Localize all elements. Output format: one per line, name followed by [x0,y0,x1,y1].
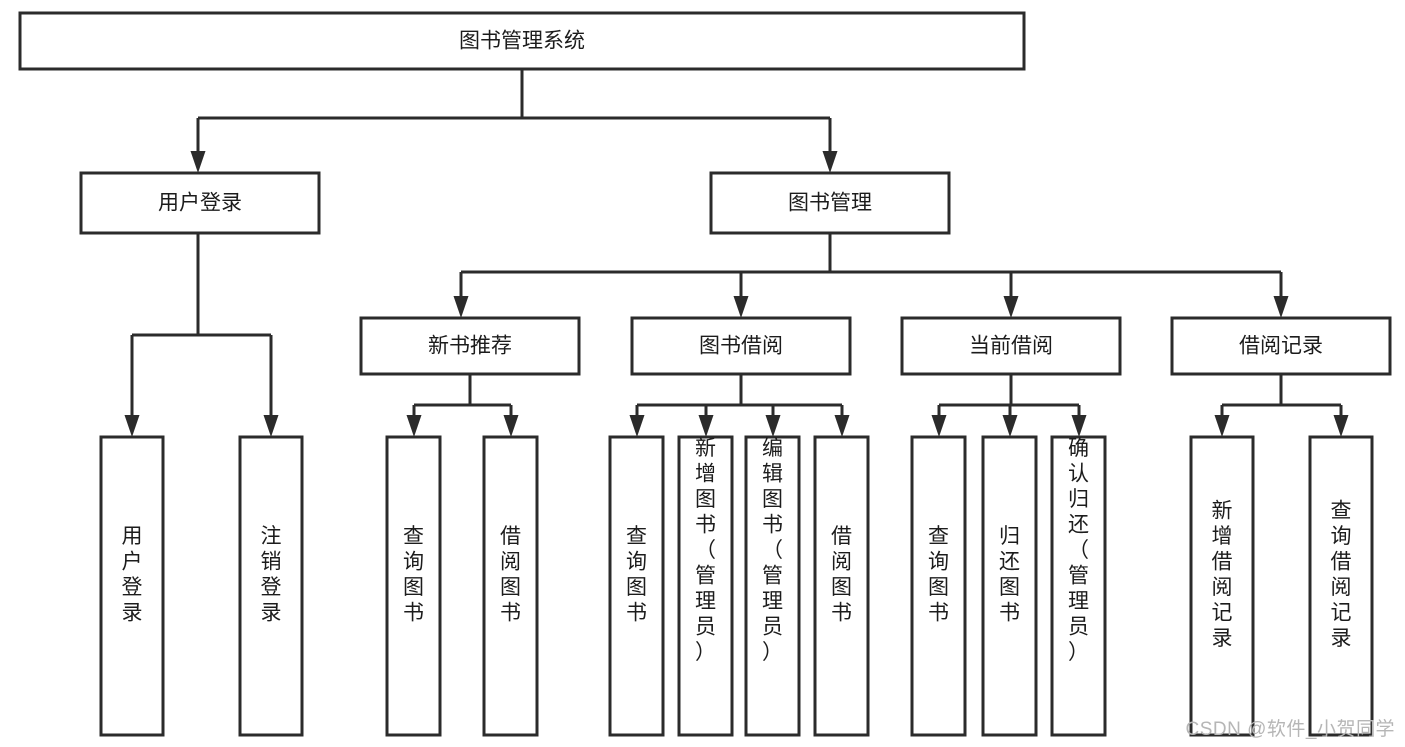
node-leaf-borrow-book-2[interactable]: 借阅图书 [813,435,870,737]
node-box-book-manage[interactable] [709,171,951,235]
node-label-leaf-query-book-2: 查询图书 [626,525,647,625]
node-box-leaf-query-book-2[interactable] [608,435,665,737]
arrowhead-bb-to-leaf2 [698,415,714,437]
node-label-leaf-query-borrow-record: 查询借阅记录 [1331,500,1352,651]
arrowhead-ul-to-leaf1 [124,415,140,437]
node-box-leaf-return-book[interactable] [981,435,1038,737]
node-book-borrow[interactable]: 图书借阅 [630,316,852,376]
node-leaf-confirm-return-admin[interactable]: 确认归还（管理员） [1050,435,1107,737]
node-box-user-login[interactable] [79,171,321,235]
node-box-leaf-confirm-return-admin[interactable] [1050,435,1107,737]
node-box-leaf-add-borrow-record[interactable] [1189,435,1255,737]
node-label-leaf-query-book-1: 查询图书 [403,525,424,625]
node-leaf-borrow-book-1[interactable]: 借阅图书 [482,435,539,737]
node-leaf-query-borrow-record[interactable]: 查询借阅记录 [1308,435,1374,737]
arrowhead-bm-to-current-borrow [1003,296,1019,318]
node-new-book-recommend[interactable]: 新书推荐 [359,316,581,376]
node-box-leaf-query-borrow-record[interactable] [1308,435,1374,737]
node-user-login[interactable]: 用户登录 [79,171,321,235]
arrowhead-cb-to-leaf3 [1071,415,1087,437]
node-leaf-edit-book-admin[interactable]: 编辑图书（管理员） [744,435,801,737]
arrowhead-root-to-book-manage [822,151,838,173]
node-label-leaf-edit-book-admin: 编辑图书（管理员） [762,437,783,664]
arrowhead-bb-to-leaf4 [834,415,850,437]
node-box-leaf-borrow-book-2[interactable] [813,435,870,737]
node-leaf-add-borrow-record[interactable]: 新增借阅记录 [1189,435,1255,737]
arrowhead-nb-to-leaf2 [503,415,519,437]
node-label-book-borrow: 图书借阅 [699,335,783,358]
csdn-watermark: CSDN @软件_小贺同学 [1185,719,1395,740]
connectors-layer [124,69,1349,437]
node-box-root[interactable] [18,11,1026,71]
node-root[interactable]: 图书管理系统 [18,11,1026,71]
node-box-leaf-user-logout[interactable] [238,435,304,737]
node-box-leaf-query-book-1[interactable] [385,435,442,737]
node-book-manage[interactable]: 图书管理 [709,171,951,235]
arrowhead-ul-to-leaf2 [263,415,279,437]
arrowhead-bm-to-new-book [453,296,469,318]
node-label-user-login: 用户登录 [158,192,242,215]
node-leaf-return-book[interactable]: 归还图书 [981,435,1038,737]
node-leaf-query-book-2[interactable]: 查询图书 [608,435,665,737]
arrowhead-br-to-leaf1 [1214,415,1230,437]
arrowhead-br-to-leaf2 [1333,415,1349,437]
nodes-layer: 图书管理系统用户登录图书管理新书推荐图书借阅当前借阅借阅记录用户登录注销登录查询… [18,11,1392,737]
arrowhead-bm-to-borrow-record [1273,296,1289,318]
node-label-current-borrow: 当前借阅 [969,335,1053,358]
node-label-leaf-user-logout: 注销登录 [261,525,282,625]
arrowhead-cb-to-leaf1 [931,415,947,437]
node-box-borrow-record[interactable] [1170,316,1392,376]
node-leaf-user-login[interactable]: 用户登录 [99,435,165,737]
arrowhead-bm-to-book-borrow [733,296,749,318]
arrowhead-bb-to-leaf1 [629,415,645,437]
node-current-borrow[interactable]: 当前借阅 [900,316,1122,376]
node-leaf-add-book-admin[interactable]: 新增图书（管理员） [677,435,734,737]
node-label-book-manage: 图书管理 [788,192,872,215]
node-label-leaf-user-login: 用户登录 [122,525,143,625]
node-label-leaf-confirm-return-admin: 确认归还（管理员） [1068,437,1089,664]
node-label-leaf-query-book-3: 查询图书 [928,525,949,625]
node-label-leaf-borrow-book-2: 借阅图书 [831,525,852,625]
node-box-leaf-borrow-book-1[interactable] [482,435,539,737]
node-leaf-query-book-1[interactable]: 查询图书 [385,435,442,737]
node-label-leaf-borrow-book-1: 借阅图书 [500,525,521,625]
node-label-borrow-record: 借阅记录 [1239,335,1323,358]
node-label-leaf-add-book-admin: 新增图书（管理员） [695,437,716,664]
node-label-new-book-recommend: 新书推荐 [428,335,512,358]
node-box-leaf-edit-book-admin[interactable] [744,435,801,737]
node-box-leaf-user-login[interactable] [99,435,165,737]
node-label-root: 图书管理系统 [459,30,585,53]
node-box-leaf-query-book-3[interactable] [910,435,967,737]
node-box-book-borrow[interactable] [630,316,852,376]
arrowhead-cb-to-leaf2 [1002,415,1018,437]
node-box-leaf-add-book-admin[interactable] [677,435,734,737]
node-label-leaf-add-borrow-record: 新增借阅记录 [1212,500,1233,651]
node-leaf-user-logout[interactable]: 注销登录 [238,435,304,737]
node-leaf-query-book-3[interactable]: 查询图书 [910,435,967,737]
node-box-new-book-recommend[interactable] [359,316,581,376]
node-borrow-record[interactable]: 借阅记录 [1170,316,1392,376]
node-label-leaf-return-book: 归还图书 [999,525,1020,625]
arrowhead-bb-to-leaf3 [765,415,781,437]
arrowhead-nb-to-leaf1 [406,415,422,437]
arrowhead-root-to-user-login [190,151,206,173]
node-box-current-borrow[interactable] [900,316,1122,376]
